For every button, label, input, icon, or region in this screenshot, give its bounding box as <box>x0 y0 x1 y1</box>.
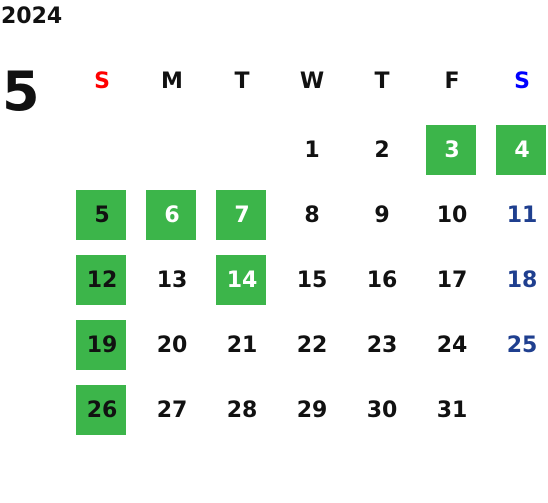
day-number: 2 <box>374 137 390 163</box>
day-cell[interactable]: 20 <box>137 320 207 370</box>
day-cell[interactable]: 6 <box>137 190 207 240</box>
day-number: 27 <box>156 397 188 423</box>
day-number: 15 <box>296 267 328 293</box>
day-number: 24 <box>436 332 468 358</box>
week-row: 1 2 3 4 <box>67 125 548 175</box>
weekday-tuesday: T <box>234 68 250 94</box>
day-cell[interactable]: 12 <box>67 255 137 305</box>
day-number: 18 <box>506 267 538 293</box>
day-highlight <box>216 255 266 305</box>
day-cell[interactable]: 17 <box>417 255 487 305</box>
day-cell[interactable]: 31 <box>417 385 487 435</box>
day-cell[interactable]: 16 <box>347 255 417 305</box>
day-highlight <box>76 255 126 305</box>
day-number: 28 <box>226 397 258 423</box>
day-cell[interactable]: 22 <box>277 320 347 370</box>
day-number: 22 <box>296 332 328 358</box>
day-number: 23 <box>366 332 398 358</box>
day-number: 25 <box>506 332 538 358</box>
weekday-saturday: S <box>514 68 530 94</box>
day-cell[interactable]: 25 <box>487 320 548 370</box>
day-cell[interactable]: 11 <box>487 190 548 240</box>
day-cell[interactable]: 26 <box>67 385 137 435</box>
day-cell[interactable]: 5 <box>67 190 137 240</box>
day-cell[interactable]: 21 <box>207 320 277 370</box>
day-highlight <box>496 125 546 175</box>
day-number: 17 <box>436 267 468 293</box>
day-cell[interactable]: 30 <box>347 385 417 435</box>
day-highlight <box>146 190 196 240</box>
day-cell[interactable]: 27 <box>137 385 207 435</box>
day-number: 30 <box>366 397 398 423</box>
day-cell[interactable]: 7 <box>207 190 277 240</box>
day-number: 4 <box>514 137 530 163</box>
day-cell[interactable]: 23 <box>347 320 417 370</box>
day-cell[interactable]: 28 <box>207 385 277 435</box>
week-row: 19 20 21 22 23 24 25 <box>67 320 548 370</box>
day-number: 1 <box>304 137 320 163</box>
day-number: 10 <box>436 202 468 228</box>
day-cell[interactable]: 13 <box>137 255 207 305</box>
day-highlight <box>216 190 266 240</box>
day-number: 9 <box>374 202 390 228</box>
day-highlight <box>76 385 126 435</box>
weekday-sunday: S <box>94 68 110 94</box>
week-row: 12 13 14 15 16 17 18 <box>67 255 548 305</box>
weekday-wednesday: W <box>299 68 325 94</box>
weekday-header-row: S M T W T F S <box>67 62 548 100</box>
week-row: 26 27 28 29 30 31 <box>67 385 548 435</box>
day-highlight <box>76 320 126 370</box>
day-cell[interactable]: 18 <box>487 255 548 305</box>
day-cell[interactable]: 2 <box>347 125 417 175</box>
day-number: 20 <box>156 332 188 358</box>
week-row: 5 6 7 8 9 10 11 <box>67 190 548 240</box>
day-number: 31 <box>436 397 468 423</box>
day-number: 11 <box>506 202 538 228</box>
day-cell[interactable]: 9 <box>347 190 417 240</box>
weekday-thursday: T <box>374 68 390 94</box>
day-number: 26 <box>86 397 118 423</box>
day-cell[interactable]: 1 <box>277 125 347 175</box>
day-cell[interactable]: 4 <box>487 125 548 175</box>
day-number: 6 <box>164 202 180 228</box>
day-number: 14 <box>226 267 258 293</box>
day-highlight <box>426 125 476 175</box>
day-number: 21 <box>226 332 258 358</box>
day-cell[interactable]: 10 <box>417 190 487 240</box>
year-label: 2024 <box>1 4 63 29</box>
day-number: 16 <box>366 267 398 293</box>
day-highlight <box>76 190 126 240</box>
day-number: 8 <box>304 202 320 228</box>
day-cell[interactable]: 3 <box>417 125 487 175</box>
day-cell[interactable]: 29 <box>277 385 347 435</box>
day-cell[interactable]: 19 <box>67 320 137 370</box>
day-number: 12 <box>86 267 118 293</box>
day-number: 29 <box>296 397 328 423</box>
day-number: 13 <box>156 267 188 293</box>
day-cell[interactable]: 15 <box>277 255 347 305</box>
day-number: 5 <box>94 202 110 228</box>
day-number: 7 <box>234 202 250 228</box>
day-number: 3 <box>444 137 460 163</box>
day-number: 19 <box>86 332 118 358</box>
weekday-monday: M <box>161 68 183 94</box>
month-label: 5 <box>2 60 40 123</box>
day-cell[interactable]: 8 <box>277 190 347 240</box>
day-cell[interactable]: 24 <box>417 320 487 370</box>
weekday-friday: F <box>444 68 460 94</box>
day-cell[interactable]: 14 <box>207 255 277 305</box>
